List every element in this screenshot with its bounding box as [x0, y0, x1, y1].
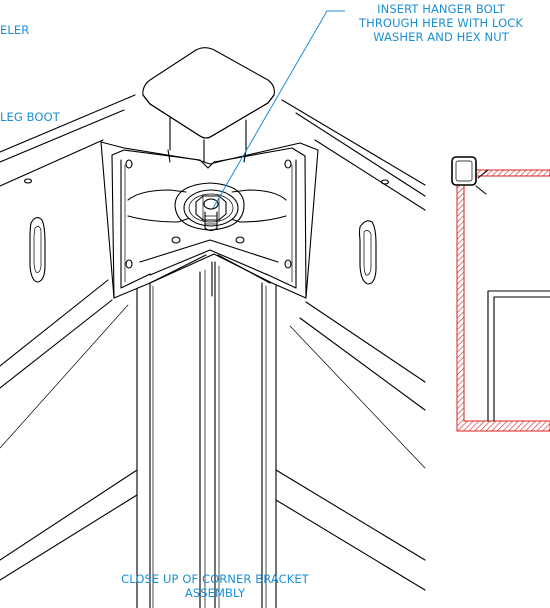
left-apron-rail: [0, 94, 136, 449]
leg-boot-label: LEG BOOT: [0, 110, 60, 124]
caption-line-1: CLOSE UP OF CORNER BRACKET: [121, 572, 309, 586]
table-leg: [0, 261, 426, 608]
right-apron-rail: [281, 99, 426, 469]
insert-hanger-bolt-note: INSERT HANGER BOLT THROUGH HERE WITH LOC…: [332, 2, 550, 44]
insert-note-line-2: THROUGH HERE WITH LOCK: [358, 16, 524, 30]
wheeler-label: ELER: [0, 23, 30, 37]
insert-note-leader: [212, 10, 345, 209]
insert-note-line-1: INSERT HANGER BOLT: [377, 2, 505, 16]
drawing-caption: CLOSE UP OF CORNER BRACKET ASSEMBLY: [95, 572, 335, 600]
insert-note-line-3: WASHER AND HEX NUT: [373, 30, 509, 44]
hanger-bolt-assembly: [183, 189, 239, 232]
leg-boot-cap: [142, 47, 275, 171]
section-view: [451, 156, 550, 432]
caption-line-2: ASSEMBLY: [184, 586, 246, 600]
